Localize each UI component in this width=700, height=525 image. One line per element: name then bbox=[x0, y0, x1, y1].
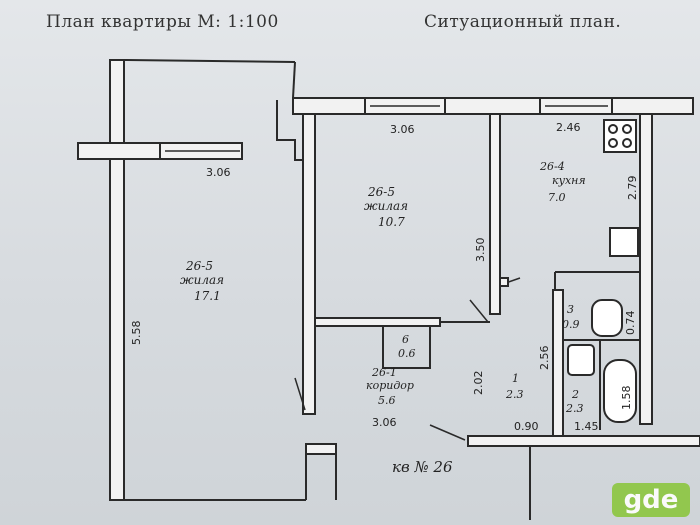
sink-fixture bbox=[567, 344, 595, 376]
bathtub-fixture bbox=[603, 359, 637, 423]
dim-top-right: 2.46 bbox=[556, 121, 581, 134]
dim-left-notch: 3.06 bbox=[206, 166, 231, 179]
corridor-area: 5.6 bbox=[378, 394, 396, 407]
big-room-id: 26-5 bbox=[185, 259, 213, 273]
wc-area: 0.9 bbox=[562, 318, 580, 331]
situation-plan-title: Ситуационный план. bbox=[424, 12, 622, 32]
dim-mid-height: 3.50 bbox=[474, 238, 487, 263]
kitchen-sink-fixture bbox=[609, 227, 639, 257]
closet-area: 0.6 bbox=[398, 347, 416, 360]
apartment-label: кв № 26 bbox=[392, 458, 453, 476]
bottom-mid-wall bbox=[305, 443, 337, 455]
mid-room-area: 10.7 bbox=[378, 215, 405, 229]
kitchen-name: кухня bbox=[552, 174, 586, 187]
big-room-name: жилая bbox=[180, 273, 224, 287]
closet-id: 6 bbox=[402, 333, 409, 346]
big-room-top-wall bbox=[123, 59, 296, 63]
right-outer-wall bbox=[639, 113, 653, 425]
dim-bottom-mid: 3.06 bbox=[372, 416, 397, 429]
bath-area: 2.3 bbox=[565, 402, 584, 415]
toilet-fixture bbox=[591, 299, 623, 337]
plan-title: План квартиры М: 1:100 bbox=[46, 12, 279, 32]
kitchen-area: 7.0 bbox=[548, 191, 566, 204]
site-watermark-logo: gde bbox=[612, 483, 690, 517]
bath-id: 2 bbox=[571, 388, 579, 401]
dim-corridor-height: 2.02 bbox=[472, 371, 485, 396]
dim-top-mid: 3.06 bbox=[390, 123, 415, 136]
dim-kitchen-height: 2.79 bbox=[626, 176, 639, 201]
dim-left-height: 5.58 bbox=[130, 321, 143, 346]
hall-area: 2.3 bbox=[505, 388, 524, 401]
dim-hall-height: 2.56 bbox=[538, 346, 551, 371]
stove-fixture bbox=[603, 119, 637, 153]
dim-bottom-b: 1.45 bbox=[574, 420, 599, 433]
wc-id: 3 bbox=[567, 303, 574, 316]
dim-bottom-a: 0.90 bbox=[514, 420, 539, 433]
big-room-area: 17.1 bbox=[194, 289, 221, 303]
partition-wall-1 bbox=[302, 113, 316, 415]
partition-wall-2 bbox=[489, 113, 501, 315]
mid-room-name: жилая bbox=[364, 199, 408, 213]
corridor-top-wall bbox=[314, 317, 441, 327]
dim-bath-width: 0.74 bbox=[624, 311, 637, 336]
bottom-right-wall bbox=[467, 435, 700, 447]
dim-bath2-height: 1.58 bbox=[620, 386, 633, 411]
hall-id: 1 bbox=[512, 372, 519, 385]
closet-walls bbox=[382, 326, 431, 369]
bathroom-wall bbox=[552, 289, 564, 441]
corridor-name: коридор bbox=[366, 379, 414, 392]
kitchen-id: 26-4 bbox=[539, 160, 565, 173]
mid-room-id: 26-5 bbox=[367, 185, 395, 199]
top-outer-wall bbox=[292, 97, 694, 115]
corridor-id: 26-1 bbox=[371, 366, 397, 379]
left-outer-wall bbox=[109, 59, 125, 501]
